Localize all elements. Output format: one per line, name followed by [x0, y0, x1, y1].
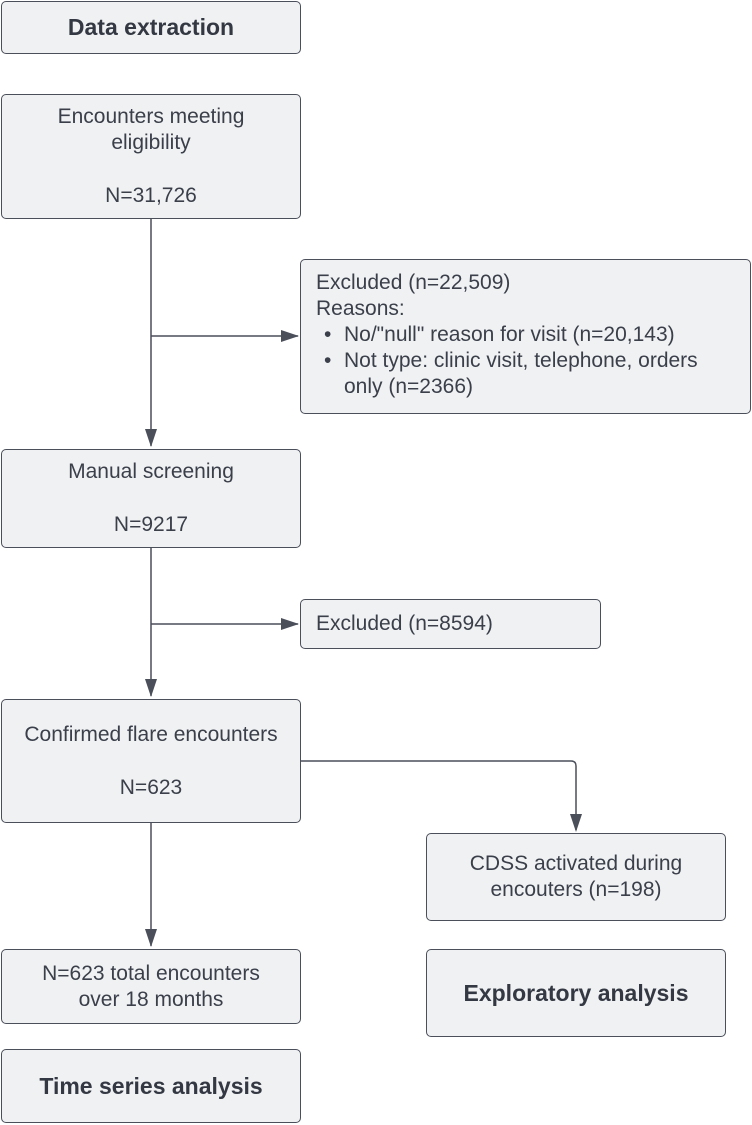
eligibility-count: N=31,726: [105, 184, 197, 207]
manual-screening-box: Manual screening N=9217: [1, 449, 301, 548]
data-extraction-label: Data extraction: [67, 14, 235, 40]
arrow-head-screening: [145, 429, 157, 447]
arrow-head-excluded-1: [281, 330, 299, 342]
data-extraction-box: Data extraction: [1, 1, 301, 54]
confirmed-count: N=623: [119, 775, 183, 799]
arrow-head-total: [145, 929, 157, 947]
reason-item-null: No/"null" reason for visit (n=20,143): [322, 322, 750, 348]
reason-item-type: Not type: clinic visit, telephone, order…: [322, 348, 724, 400]
excluded-reasons-box: Excluded (n=22,509) Reasons: No/"null" r…: [300, 259, 751, 414]
excluded-screening-box: Excluded (n=8594): [300, 599, 601, 649]
arrow-head-confirmed: [145, 679, 157, 697]
exploratory-label: Exploratory analysis: [463, 979, 689, 1006]
arrow-head-cdss: [570, 814, 582, 832]
excluded-2-title: Excluded (n=8594): [316, 612, 493, 635]
cdss-box: CDSS activated during encouters (n=198): [426, 833, 726, 921]
eligibility-line1: Encounters meeting: [57, 105, 245, 128]
manual-screening-count: N=9217: [113, 513, 189, 536]
total-encounters-box: N=623 total encounters over 18 months: [1, 949, 301, 1024]
eligibility-box: Encounters meeting eligibility N=31,726: [1, 94, 301, 219]
time-series-box: Time series analysis: [1, 1049, 301, 1123]
confirmed-label: Confirmed flare encounters: [24, 722, 278, 746]
arrow-head-excluded-2: [281, 618, 299, 630]
reasons-label: Reasons:: [316, 297, 405, 320]
total-line2: over 18 months: [78, 987, 224, 1011]
total-line1: N=623 total encounters: [42, 961, 260, 985]
arrow-confirmed-to-cdss: [301, 760, 577, 830]
time-series-label: Time series analysis: [39, 1072, 263, 1099]
excluded-1-title: Excluded (n=22,509): [316, 271, 511, 294]
confirmed-flare-box: Confirmed flare encounters N=623: [1, 699, 301, 823]
eligibility-line2: eligibility: [111, 131, 191, 154]
cdss-line1: CDSS activated during: [469, 852, 683, 875]
cdss-line2: encouters (n=198): [490, 878, 662, 901]
manual-screening-label: Manual screening: [68, 460, 234, 483]
exploratory-analysis-box: Exploratory analysis: [426, 949, 726, 1037]
